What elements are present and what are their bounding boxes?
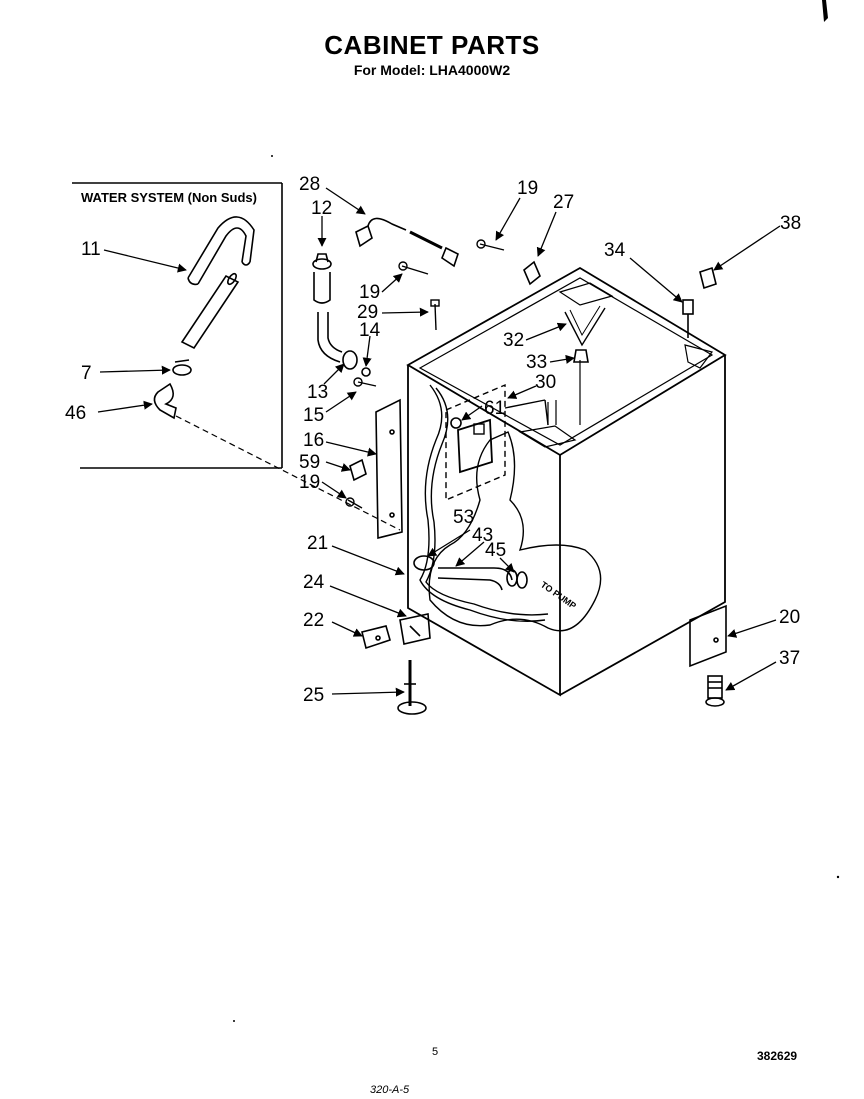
grommet-33: [573, 349, 589, 363]
leveling-leg-37: [705, 675, 725, 707]
callout-21: 21: [307, 533, 328, 554]
callout-14: 14: [359, 320, 381, 341]
callout-38: 38: [780, 213, 801, 234]
screw-29: [430, 299, 440, 331]
handwritten-note: 320-A-5: [370, 1084, 410, 1096]
clamp-14: [361, 367, 371, 377]
nut-61: [450, 417, 462, 429]
inset-title: WATER SYSTEM (Non Suds): [81, 190, 257, 205]
leg-bracket-20: [689, 604, 727, 668]
screw-19-right: [476, 239, 505, 251]
wire-harness: [419, 384, 549, 622]
callout-13: 13: [307, 382, 328, 403]
callout-30: 30: [535, 372, 556, 393]
callout-19-top: 19: [359, 282, 380, 303]
screw-15: [353, 377, 377, 387]
callout-33: 33: [526, 352, 547, 373]
wire-connector-28: [355, 217, 459, 268]
hose-13: [317, 312, 358, 370]
clip-27: [523, 260, 541, 286]
water-system-inset: [72, 182, 283, 469]
callout-53: 53: [453, 507, 474, 528]
page-number: 5: [432, 1046, 439, 1058]
callout-labels: 28 12 19 27 38 34 19 29 14 32 33 30 61 1…: [65, 174, 801, 706]
callout-20: 20: [779, 607, 800, 628]
callout-28: 28: [299, 174, 320, 195]
to-pump-label: TO PUMP: [539, 579, 578, 611]
callout-19-top-right: 19: [517, 178, 538, 199]
hanger-bracket-16: [375, 398, 403, 540]
callout-19-lower: 19: [299, 472, 320, 493]
leveling-leg-25: [397, 660, 427, 715]
stud-34: [682, 299, 694, 338]
callout-29: 29: [357, 302, 378, 323]
screw-19-top: [398, 261, 429, 275]
model-subtitle: For Model: LHA4000W2: [353, 62, 511, 78]
callout-32: 32: [503, 330, 524, 351]
hose-11: [187, 216, 255, 286]
callout-7: 7: [81, 363, 92, 384]
document-number: 382629: [757, 1049, 798, 1063]
page-title: CABINET PARTS: [324, 30, 540, 60]
elbow-46: [153, 382, 177, 420]
callout-43: 43: [472, 525, 493, 546]
callout-15: 15: [303, 405, 324, 426]
callout-16: 16: [303, 430, 324, 451]
callout-11: 11: [81, 239, 101, 260]
grommet-53: [413, 555, 435, 571]
clip-38: [699, 266, 717, 290]
callout-46: 46: [65, 403, 86, 424]
callout-59: 59: [299, 452, 320, 473]
bracket-22: [361, 625, 391, 650]
bracket-24: [399, 613, 431, 645]
hose-straight: [180, 272, 240, 350]
cabinet-body: [406, 266, 727, 697]
callout-34: 34: [604, 240, 626, 261]
assembly-line: [175, 415, 401, 531]
screw-19-lower: [345, 497, 363, 509]
callout-25: 25: [303, 685, 324, 706]
clip-59: [349, 458, 367, 482]
clamp-7: [172, 359, 192, 376]
drain-hose-43: [437, 567, 528, 591]
callout-45: 45: [485, 540, 506, 561]
timer-assembly-30: [445, 383, 549, 502]
callout-22: 22: [303, 610, 324, 631]
callout-37: 37: [779, 648, 800, 669]
leader-lines: [97, 187, 781, 697]
callout-24: 24: [303, 572, 325, 593]
callout-61: 61: [484, 398, 505, 419]
callout-27: 27: [553, 192, 574, 213]
inlet-fitting-12: [312, 253, 332, 304]
callout-12: 12: [311, 198, 332, 219]
